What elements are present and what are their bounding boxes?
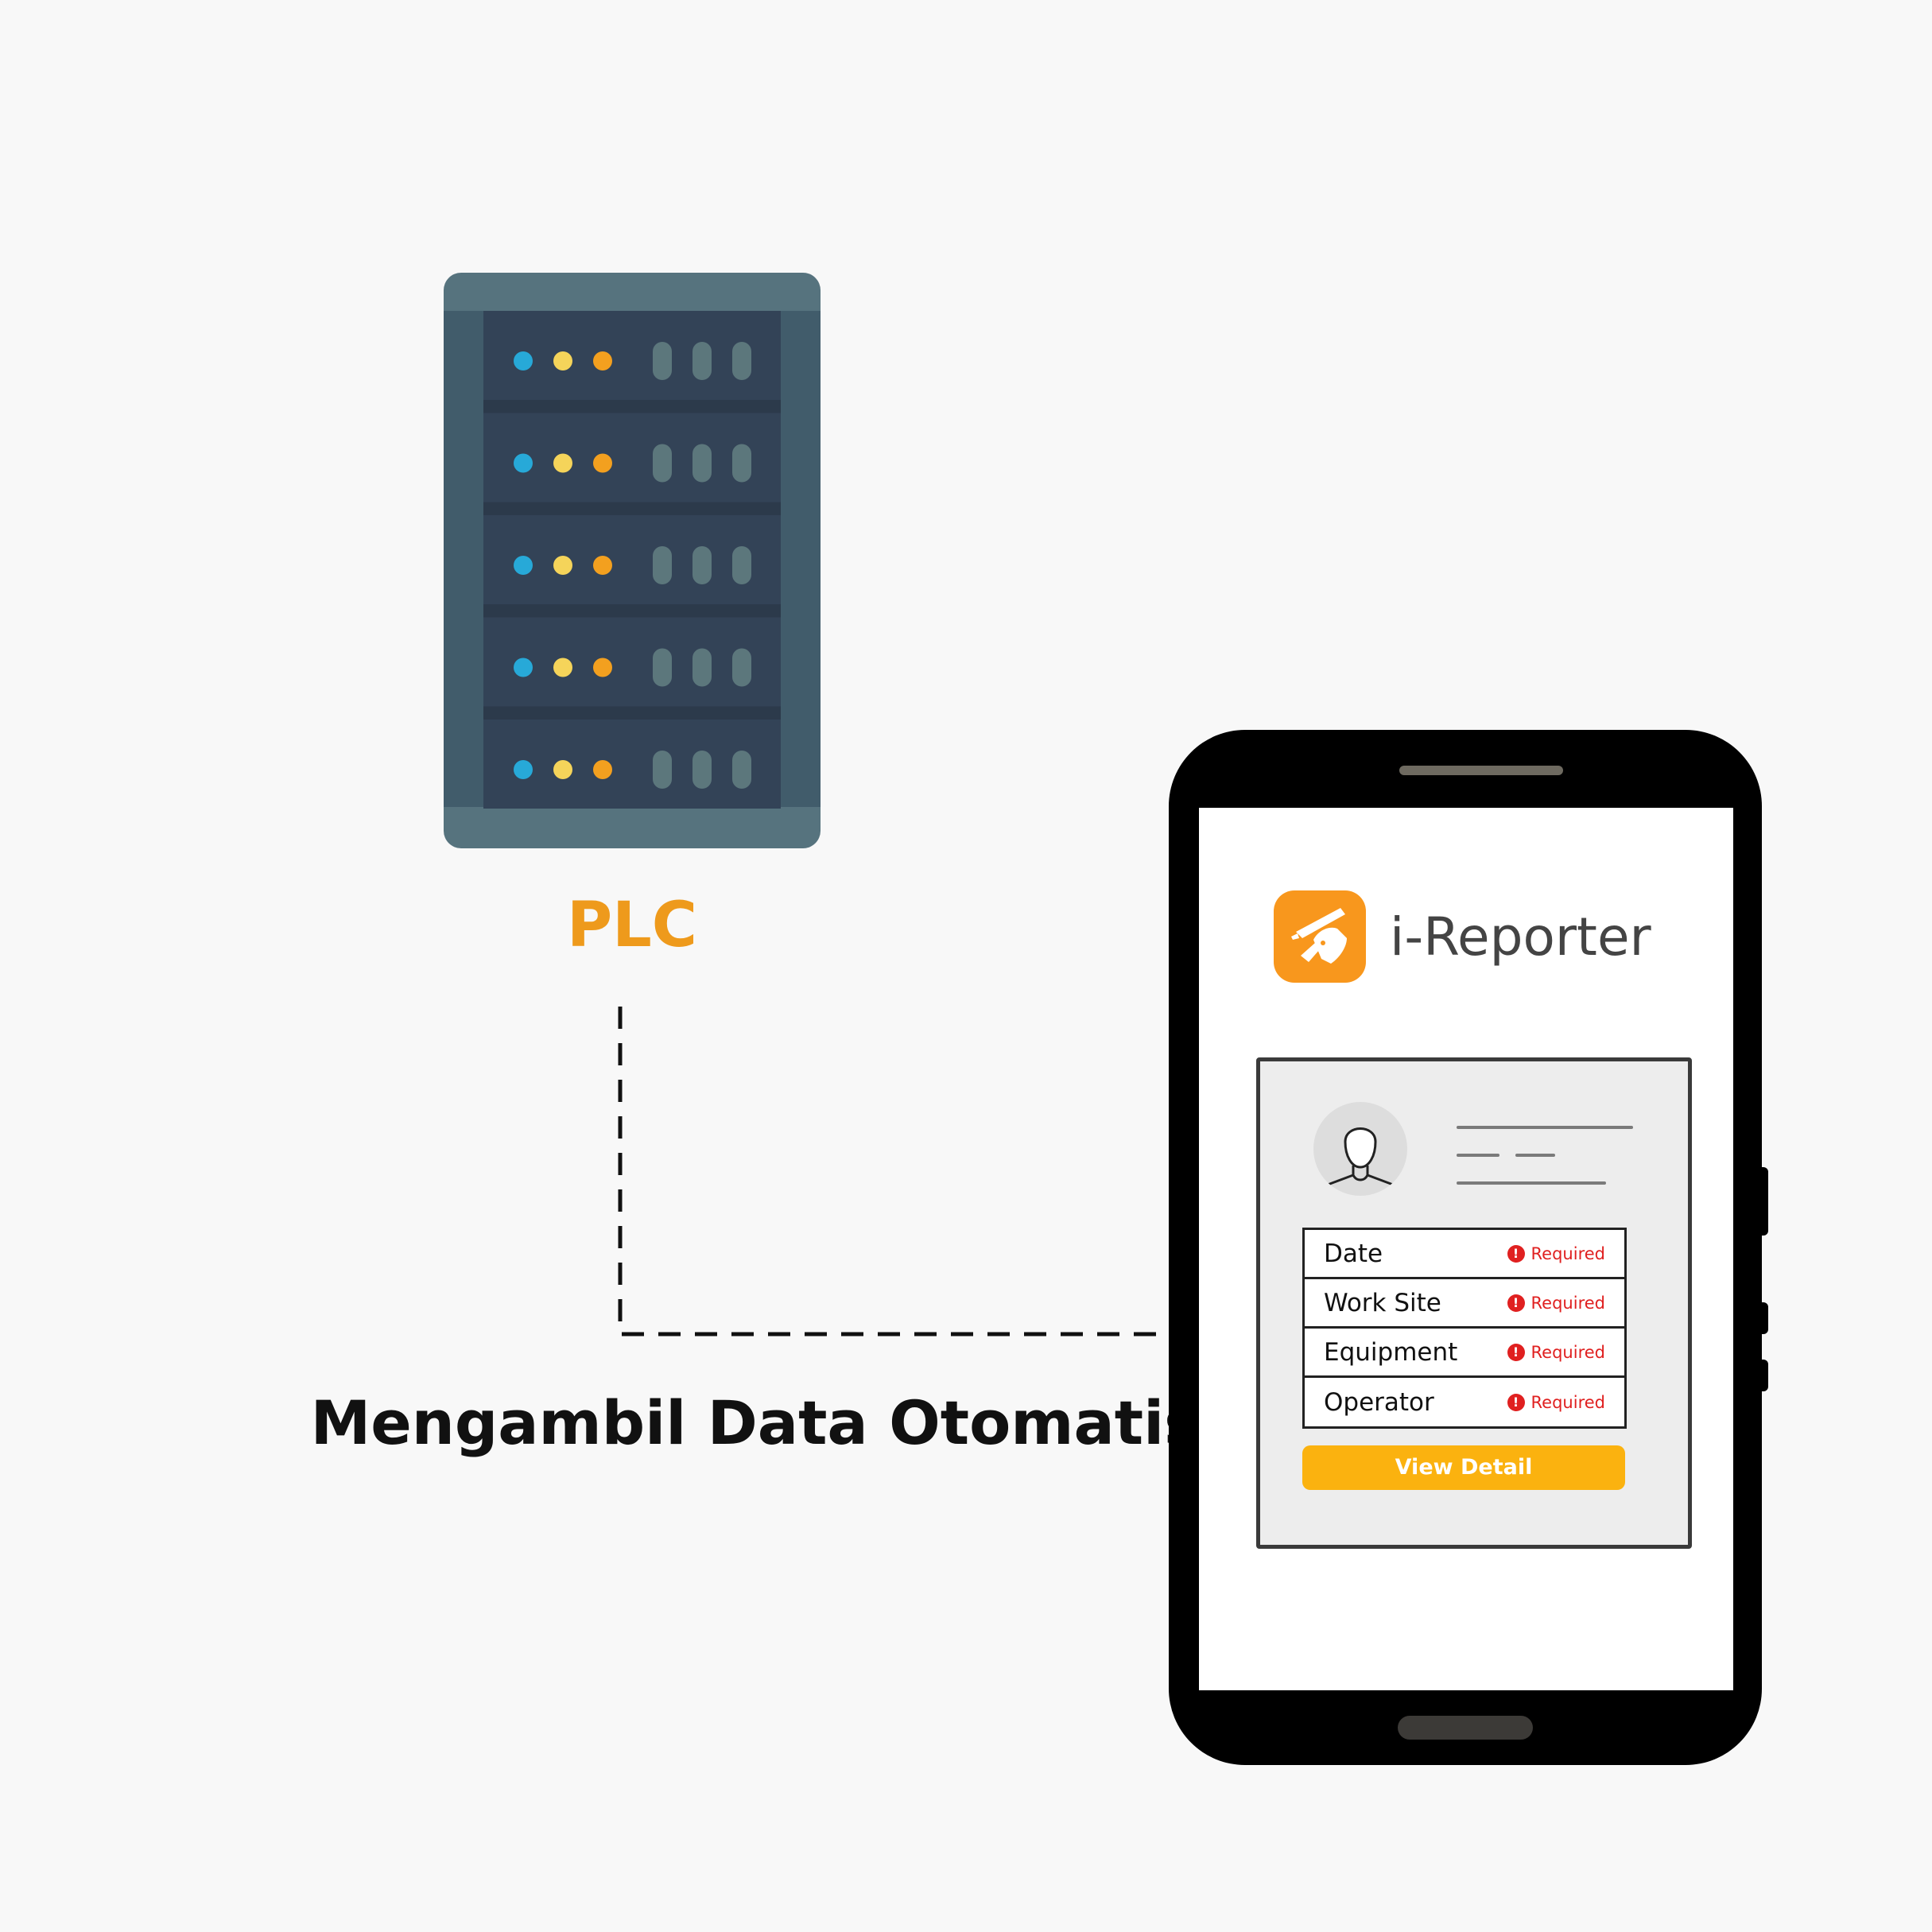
- alert-icon: !: [1507, 1393, 1525, 1411]
- phone-home-button: [1398, 1716, 1533, 1740]
- required-badge: ! Required: [1507, 1244, 1605, 1263]
- form-field-row[interactable]: Work Site ! Required: [1305, 1279, 1624, 1329]
- status-led-icon: [553, 556, 572, 575]
- drive-slot-icon: [732, 546, 751, 584]
- required-text: Required: [1530, 1243, 1605, 1263]
- required-text: Required: [1530, 1342, 1605, 1362]
- status-led-icon: [593, 760, 612, 779]
- required-badge: ! Required: [1507, 1393, 1605, 1412]
- drive-slot-icon: [732, 444, 751, 483]
- status-led-icon: [553, 760, 572, 779]
- alert-icon: !: [1507, 1343, 1525, 1361]
- rack-unit: [483, 311, 781, 400]
- drive-slot-icon: [732, 342, 751, 380]
- required-badge: ! Required: [1507, 1294, 1605, 1313]
- form-fields-table: Date ! Required Work Site ! Required Equ…: [1302, 1228, 1627, 1429]
- form-field-row[interactable]: Equipment ! Required: [1305, 1329, 1624, 1378]
- placeholder-text-line: [1457, 1154, 1499, 1157]
- field-label: Date: [1324, 1239, 1383, 1268]
- user-avatar-icon: [1313, 1102, 1407, 1196]
- drive-slot-icon: [692, 546, 712, 584]
- placeholder-text-line: [1457, 1126, 1633, 1129]
- plc-server-icon: [444, 273, 821, 848]
- status-led-icon: [514, 556, 533, 575]
- alert-icon: !: [1507, 1244, 1525, 1263]
- status-led-icon: [514, 351, 533, 370]
- field-label: Equipment: [1324, 1337, 1458, 1367]
- required-text: Required: [1530, 1392, 1605, 1412]
- status-led-icon: [553, 658, 572, 677]
- drive-slot-icon: [653, 444, 672, 483]
- status-led-icon: [593, 556, 612, 575]
- drive-slot-icon: [692, 342, 712, 380]
- phone-speaker: [1399, 766, 1563, 775]
- drive-slot-icon: [732, 648, 751, 687]
- status-led-icon: [553, 351, 572, 370]
- field-label: Operator: [1324, 1387, 1434, 1417]
- drive-slot-icon: [653, 546, 672, 584]
- alert-icon: !: [1507, 1294, 1525, 1312]
- placeholder-text-line: [1515, 1154, 1555, 1157]
- drive-slot-icon: [653, 751, 672, 789]
- rack-unit: [483, 413, 781, 502]
- drive-slot-icon: [653, 342, 672, 380]
- form-field-row[interactable]: Operator ! Required: [1305, 1378, 1624, 1426]
- form-field-row[interactable]: Date ! Required: [1305, 1230, 1624, 1279]
- field-label: Work Site: [1324, 1288, 1441, 1317]
- plc-label: PLC: [566, 890, 698, 961]
- status-led-icon: [514, 453, 533, 473]
- drive-slot-icon: [732, 751, 751, 789]
- rack-unit: [483, 720, 781, 809]
- app-title: i-Reporter: [1390, 906, 1651, 968]
- status-led-icon: [593, 351, 612, 370]
- status-led-icon: [514, 760, 533, 779]
- required-text: Required: [1530, 1293, 1605, 1313]
- placeholder-text-line: [1457, 1181, 1606, 1185]
- status-led-icon: [553, 453, 572, 473]
- drive-slot-icon: [692, 648, 712, 687]
- drive-slot-icon: [653, 648, 672, 687]
- status-led-icon: [593, 658, 612, 677]
- rack-unit: [483, 617, 781, 707]
- rack-unit: [483, 515, 781, 604]
- required-badge: ! Required: [1507, 1343, 1605, 1362]
- drive-slot-icon: [692, 444, 712, 483]
- status-led-icon: [514, 658, 533, 677]
- status-led-icon: [593, 453, 612, 473]
- pen-hand-icon: [1274, 890, 1366, 983]
- connector-caption: Mengambil Data Otomatis: [310, 1387, 1201, 1458]
- drive-slot-icon: [692, 751, 712, 789]
- view-detail-button[interactable]: View Detail: [1302, 1445, 1625, 1490]
